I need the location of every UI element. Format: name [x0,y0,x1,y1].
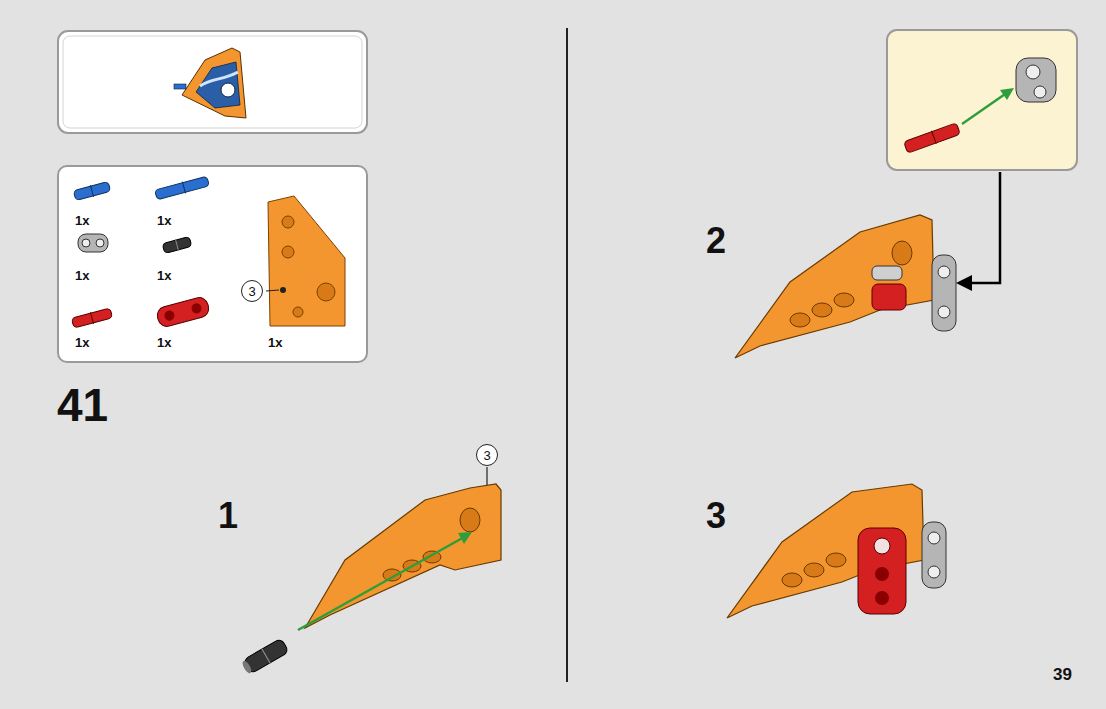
step-3-art [727,484,946,618]
callout-circle: 3 [476,444,498,466]
callout-circle: 3 [241,280,263,302]
subassembly-panel [58,31,367,133]
callout-number: 3 [483,449,490,462]
substep-number: 3 [706,498,726,534]
parts-list-art [71,175,345,329]
subassembly-preview [174,48,246,118]
page-number: 39 [1053,666,1072,683]
quantity-label: 1x [268,335,282,350]
page-divider [566,28,568,682]
panel-inner [63,36,362,128]
quantity-label: 1x [75,268,89,283]
parts-list-box: 1x 1x 1x 1x 1x 1x 1x 3 [57,165,368,363]
step-1-art [240,467,501,676]
quantity-label: 1x [75,335,89,350]
step-number: 41 [57,382,108,428]
substep-panel [887,30,1077,170]
substep-number: 2 [706,223,726,259]
step-2-art [735,172,1000,358]
callout-number: 3 [248,285,255,298]
substep-number: 1 [218,498,238,534]
substep-art [903,58,1056,154]
quantity-label: 1x [157,335,171,350]
quantity-label: 1x [157,268,171,283]
quantity-label: 1x [75,213,89,228]
quantity-label: 1x [157,213,171,228]
parts-panel-ground [58,166,367,362]
